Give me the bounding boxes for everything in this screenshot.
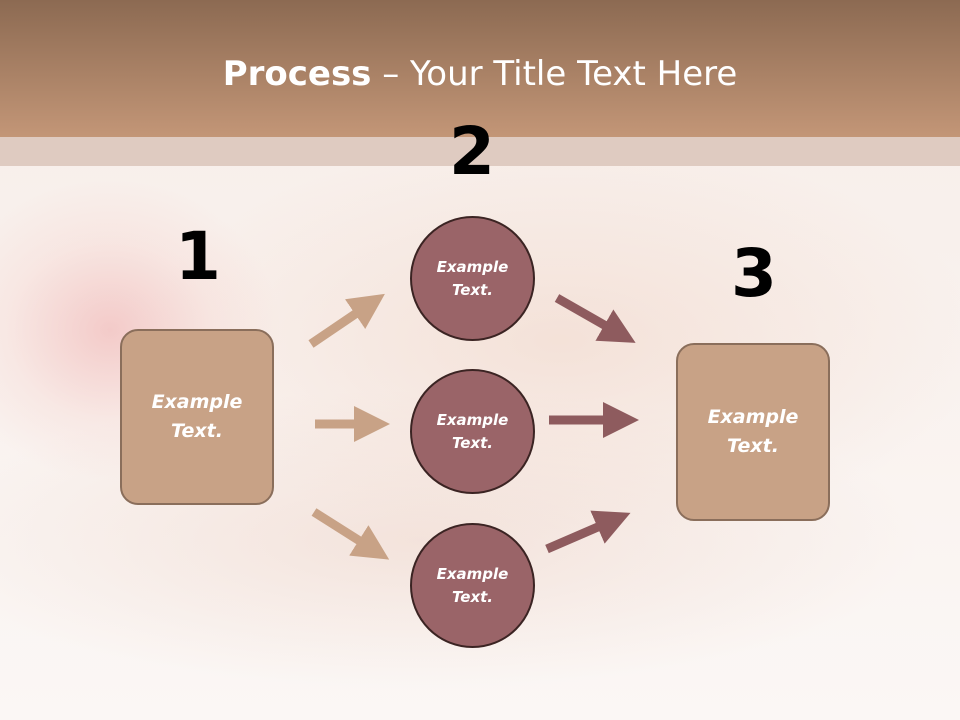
step-number-1: 1 [175, 218, 221, 295]
node-circle-bottom-text: Example Text. [436, 564, 509, 606]
node-circle-top[interactable]: Example Text. [410, 216, 535, 341]
title-bold: Process [222, 54, 372, 94]
title-bar [0, 0, 960, 137]
step-number-2: 2 [449, 113, 495, 190]
arrow-node-bottom-to-box3 [545, 510, 631, 554]
title-rest: – Your Title Text Here [371, 54, 738, 94]
node-circle-middle[interactable]: Example Text. [410, 369, 535, 494]
arrow-box1-to-node-top [308, 293, 385, 348]
arrow-node-top-to-box3 [554, 294, 636, 343]
step-box-1-text: Example Text. [151, 391, 243, 442]
title-band [0, 137, 960, 166]
node-circle-middle-text: Example Text. [436, 410, 509, 452]
slide-title: Process – Your Title Text Here [0, 52, 960, 96]
step-number-3: 3 [731, 235, 777, 312]
node-circle-bottom[interactable]: Example Text. [410, 523, 535, 648]
step-box-3[interactable]: Example Text. [676, 343, 830, 521]
step-box-1[interactable]: Example Text. [120, 329, 274, 505]
node-circle-top-text: Example Text. [436, 257, 509, 299]
arrow-box1-to-node-bottom [311, 508, 390, 560]
step-box-3-text: Example Text. [707, 406, 799, 457]
